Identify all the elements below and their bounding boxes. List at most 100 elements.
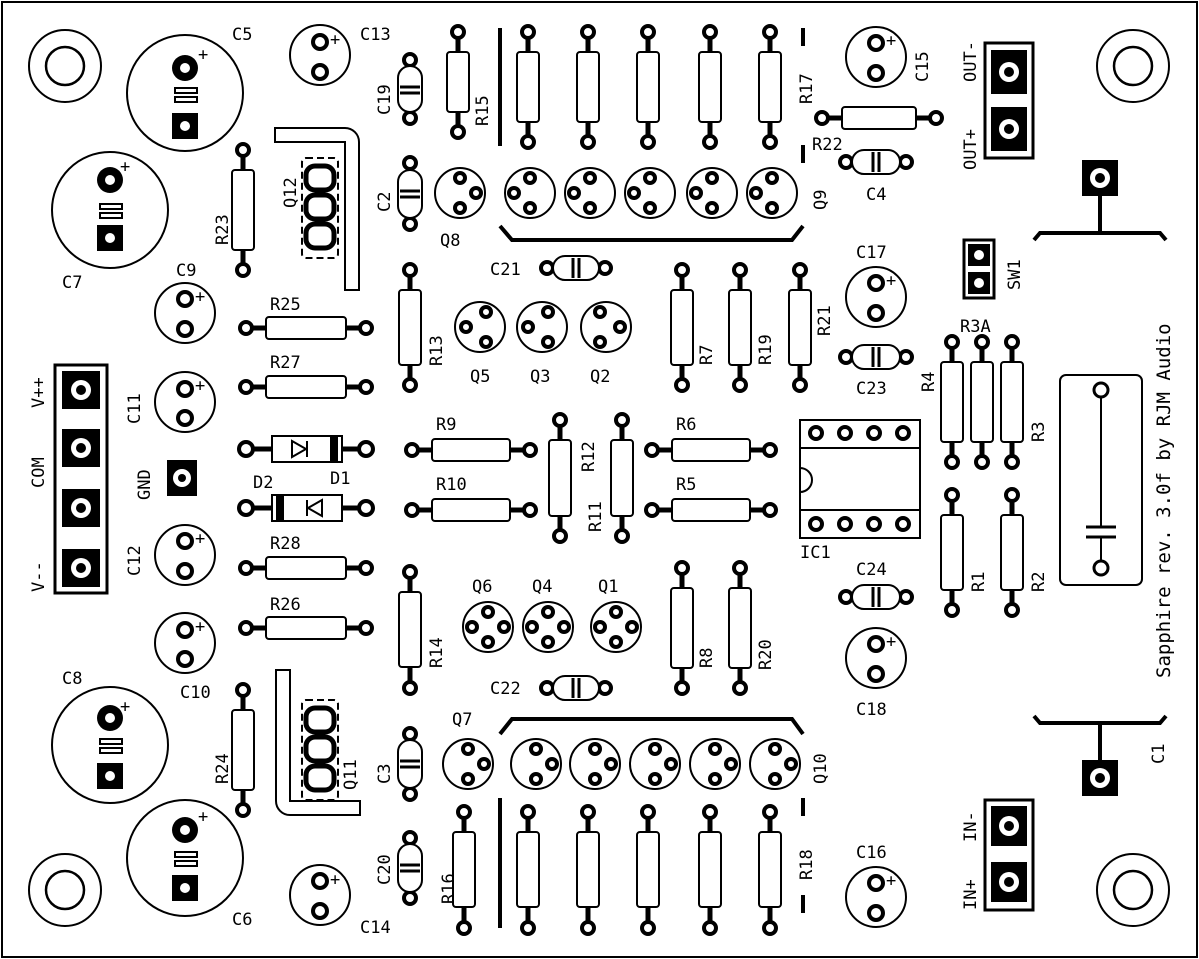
svg-text:+: + [330, 30, 340, 50]
resistor-r19-footprint [728, 262, 752, 393]
label-com: COM [29, 457, 49, 488]
label-c18: C18 [856, 700, 887, 720]
label-r4: R4 [919, 372, 939, 392]
svg-text:+: + [886, 31, 896, 51]
label-r28: R28 [270, 534, 301, 554]
cap-c15-footprint: + [845, 26, 907, 88]
chassis-bracket-bottom [1032, 714, 1168, 796]
resistor-r9-footprint [404, 438, 538, 462]
label-r18: R18 [797, 849, 817, 880]
resistor-r22-footprint [814, 106, 944, 130]
label-c19: C19 [375, 84, 395, 115]
label-r2: R2 [1029, 572, 1049, 592]
svg-text:+: + [195, 617, 205, 637]
resistor-r13-footprint [398, 262, 422, 393]
label-r17: R17 [797, 73, 817, 104]
label-r5: R5 [676, 475, 696, 495]
resistor-r5-footprint [644, 498, 778, 522]
label-r1: R1 [969, 572, 989, 592]
label-c11: C11 [125, 393, 145, 424]
label-r9: R9 [436, 415, 456, 435]
resistor-bank-bottom [498, 798, 805, 936]
label-c22: C22 [490, 679, 521, 699]
label-r19: R19 [756, 334, 776, 365]
transistor-q11-footprint [275, 669, 361, 816]
cap-c5-footprint: + [126, 34, 244, 152]
label-c16: C16 [856, 843, 887, 863]
label-in-minus: IN- [961, 811, 981, 842]
cap-c20-footprint [397, 830, 423, 906]
cap-c4-footprint [838, 149, 914, 175]
label-c12: C12 [125, 545, 145, 576]
label-vpp: V++ [29, 377, 49, 408]
label-c15: C15 [913, 51, 933, 82]
label-out-plus: OUT+ [961, 129, 981, 170]
svg-text:+: + [195, 376, 205, 396]
transistor-q3-footprint [516, 301, 568, 353]
label-r21: R21 [815, 305, 835, 336]
cap-c2-footprint [397, 155, 423, 232]
cap-c3-footprint [397, 726, 423, 802]
resistor-r20-footprint [728, 560, 752, 696]
diode-d2-footprint [237, 494, 375, 522]
label-c23: C23 [856, 379, 887, 399]
cap-c21-footprint [539, 255, 613, 281]
label-r20: R20 [756, 639, 776, 670]
label-r3a: R3A [960, 317, 991, 337]
cap-c22-footprint [539, 675, 613, 701]
label-d2: D2 [253, 473, 273, 493]
mounting-hole-tr [1096, 29, 1170, 103]
label-q7: Q7 [452, 710, 472, 730]
label-r15: R15 [473, 95, 493, 126]
output-header-footprint [983, 41, 1035, 160]
cap-c14-footprint: + [289, 864, 351, 926]
resistor-r3a-footprint [970, 334, 994, 470]
label-c14: C14 [360, 918, 391, 938]
label-c24: C24 [856, 560, 887, 580]
label-q5: Q5 [470, 367, 490, 387]
cap-c8-footprint: + [51, 686, 169, 804]
transistor-q12-footprint [274, 127, 360, 291]
resistor-r11-footprint [610, 412, 634, 544]
cap-c24-footprint [838, 584, 914, 610]
label-r3: R3 [1029, 422, 1049, 442]
cap-c6-footprint: + [126, 799, 244, 917]
svg-text:+: + [120, 157, 130, 177]
label-c17: C17 [856, 243, 887, 263]
resistor-r24-footprint [231, 682, 255, 818]
label-c2: C2 [375, 192, 395, 212]
resistor-r6-footprint [644, 438, 778, 462]
cap-c19-footprint [397, 52, 423, 126]
diode-d1-footprint [237, 435, 375, 463]
label-c9: C9 [176, 261, 196, 281]
transistor-q7-footprint [442, 738, 494, 790]
mounting-hole-br [1096, 853, 1170, 927]
resistor-r12-footprint [548, 412, 572, 544]
label-r16: R16 [439, 873, 459, 904]
ic1-dip8-footprint [799, 419, 921, 539]
transistor-q5-footprint [454, 301, 506, 353]
resistor-r23-footprint [231, 142, 255, 278]
resistor-r1-footprint [940, 487, 964, 618]
cap-c16-footprint: + [845, 866, 907, 928]
label-r22: R22 [812, 135, 843, 155]
cap-c12-footprint: + [154, 524, 216, 586]
svg-text:+: + [198, 45, 208, 65]
cap-c13-footprint: + [289, 24, 351, 86]
resistor-r3-footprint [1000, 334, 1024, 470]
cap-c18-footprint: + [845, 627, 907, 689]
label-r6: R6 [676, 415, 696, 435]
label-q1: Q1 [598, 577, 618, 597]
resistor-r8-footprint [670, 560, 694, 696]
label-r13: R13 [427, 335, 447, 366]
cap-c7-footprint: + [51, 151, 169, 269]
transistor-q8-footprint [434, 167, 486, 219]
label-r12: R12 [579, 441, 599, 472]
label-r26: R26 [270, 595, 301, 615]
svg-text:+: + [330, 870, 340, 890]
label-c8: C8 [62, 669, 82, 689]
label-q11: Q11 [341, 759, 361, 790]
label-c10: C10 [180, 683, 211, 703]
svg-text:+: + [195, 529, 205, 549]
